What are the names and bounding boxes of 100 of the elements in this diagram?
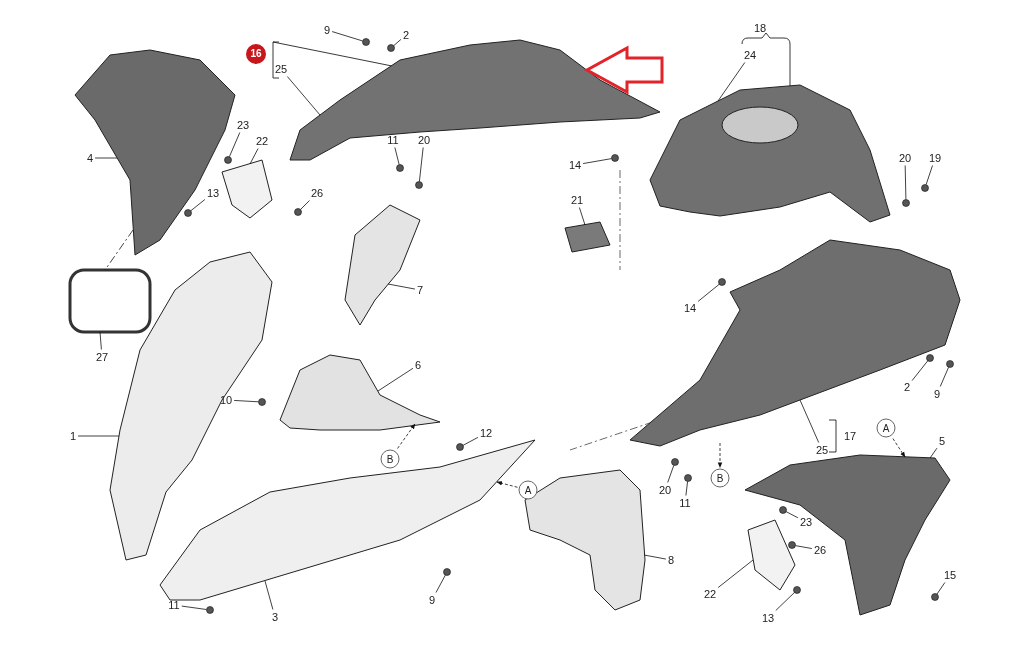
screw <box>396 164 404 172</box>
leader-line <box>419 147 424 182</box>
screw <box>415 181 423 189</box>
callout-number: 4 <box>85 151 95 165</box>
leader-line <box>462 437 479 446</box>
callout-number: 7 <box>415 283 425 297</box>
callout-number: 13 <box>760 611 776 625</box>
callout-number: 11 <box>167 598 181 612</box>
callout-badge: 16 <box>246 44 266 64</box>
assembly-line <box>104 229 134 271</box>
block-arrow <box>583 45 664 95</box>
leader-line <box>911 360 929 381</box>
callout-number: 21 <box>569 193 585 207</box>
callout-number: 11 <box>386 133 400 147</box>
callout-number: 19 <box>927 151 943 165</box>
leader-line <box>785 511 799 519</box>
callout-number: 8 <box>666 553 676 567</box>
callout-number: 11 <box>678 496 692 510</box>
leader-line <box>286 76 321 116</box>
screw <box>671 458 679 466</box>
leader-line <box>181 605 207 610</box>
gasket-frame <box>68 268 152 334</box>
leader-line <box>579 207 586 226</box>
screw <box>788 541 796 549</box>
leader-line <box>233 400 259 403</box>
screw <box>224 156 232 164</box>
screw <box>902 199 910 207</box>
callout-number: 14 <box>682 301 698 315</box>
mounting-bracket <box>221 159 273 219</box>
leader-line <box>99 331 102 350</box>
screw <box>184 209 192 217</box>
screw <box>362 38 370 46</box>
screw <box>793 586 801 594</box>
screw <box>684 474 692 482</box>
screw <box>294 208 302 216</box>
screw <box>946 360 954 368</box>
leader-line <box>249 148 259 165</box>
view-marker: B <box>380 449 400 469</box>
callout-number: 22 <box>254 134 270 148</box>
callout-number: 18 <box>752 21 768 35</box>
callout-number: 22 <box>702 587 718 601</box>
callout-number: 23 <box>235 118 251 132</box>
leader-line <box>582 158 612 164</box>
callout-number: 23 <box>798 515 814 529</box>
front-fairing <box>109 251 273 561</box>
callout-number: 10 <box>218 393 234 407</box>
lower-panel <box>524 469 646 611</box>
leader-line <box>229 132 241 158</box>
leader-line <box>393 39 402 47</box>
callout-number: 20 <box>897 151 913 165</box>
callout-number: 17 <box>842 429 858 443</box>
callout-number: 24 <box>742 48 758 62</box>
callout-number: 25 <box>273 62 289 76</box>
leader-line <box>77 435 120 437</box>
leader-line <box>190 199 206 212</box>
leader-line <box>936 582 946 595</box>
screw <box>611 154 619 162</box>
view-marker: A <box>876 418 896 438</box>
callout-number: 25 <box>814 443 830 457</box>
callout-number: 26 <box>309 186 325 200</box>
leader-line <box>685 481 688 496</box>
screw <box>387 44 395 52</box>
leader-line <box>387 283 416 290</box>
leader-line <box>300 200 310 210</box>
leader-line <box>929 447 938 459</box>
leader-line <box>264 580 274 610</box>
screw <box>258 398 266 406</box>
leader-line <box>697 283 720 302</box>
screw <box>456 443 464 451</box>
callout-number: 2 <box>401 28 411 42</box>
view-marker: B <box>710 468 730 488</box>
leader-line <box>795 545 813 549</box>
callout-number: 9 <box>427 593 437 607</box>
screw <box>921 184 929 192</box>
duct-panel <box>279 354 441 431</box>
callout-number: 13 <box>205 186 221 200</box>
callout-number: 3 <box>270 610 280 624</box>
screw <box>206 606 214 614</box>
callout-number: 6 <box>413 358 423 372</box>
inner-panel <box>344 204 421 326</box>
leader-line <box>904 165 907 200</box>
leader-line <box>717 559 754 588</box>
clip <box>564 221 611 253</box>
callout-number: 20 <box>657 483 673 497</box>
callout-number: 27 <box>94 350 110 364</box>
callout-number: 1 <box>68 429 78 443</box>
leader-line <box>925 165 933 185</box>
leader-line <box>667 465 675 483</box>
callout-number: 12 <box>478 426 494 440</box>
leader-line <box>394 147 400 165</box>
screw <box>931 593 939 601</box>
leader-line <box>643 554 667 560</box>
screw <box>926 354 934 362</box>
side-panel <box>74 49 236 256</box>
screw <box>779 506 787 514</box>
callout-number: 5 <box>937 434 947 448</box>
leader-line <box>331 31 363 42</box>
leader-line <box>775 592 795 611</box>
top-fairing-panel <box>289 39 661 161</box>
screw <box>718 278 726 286</box>
